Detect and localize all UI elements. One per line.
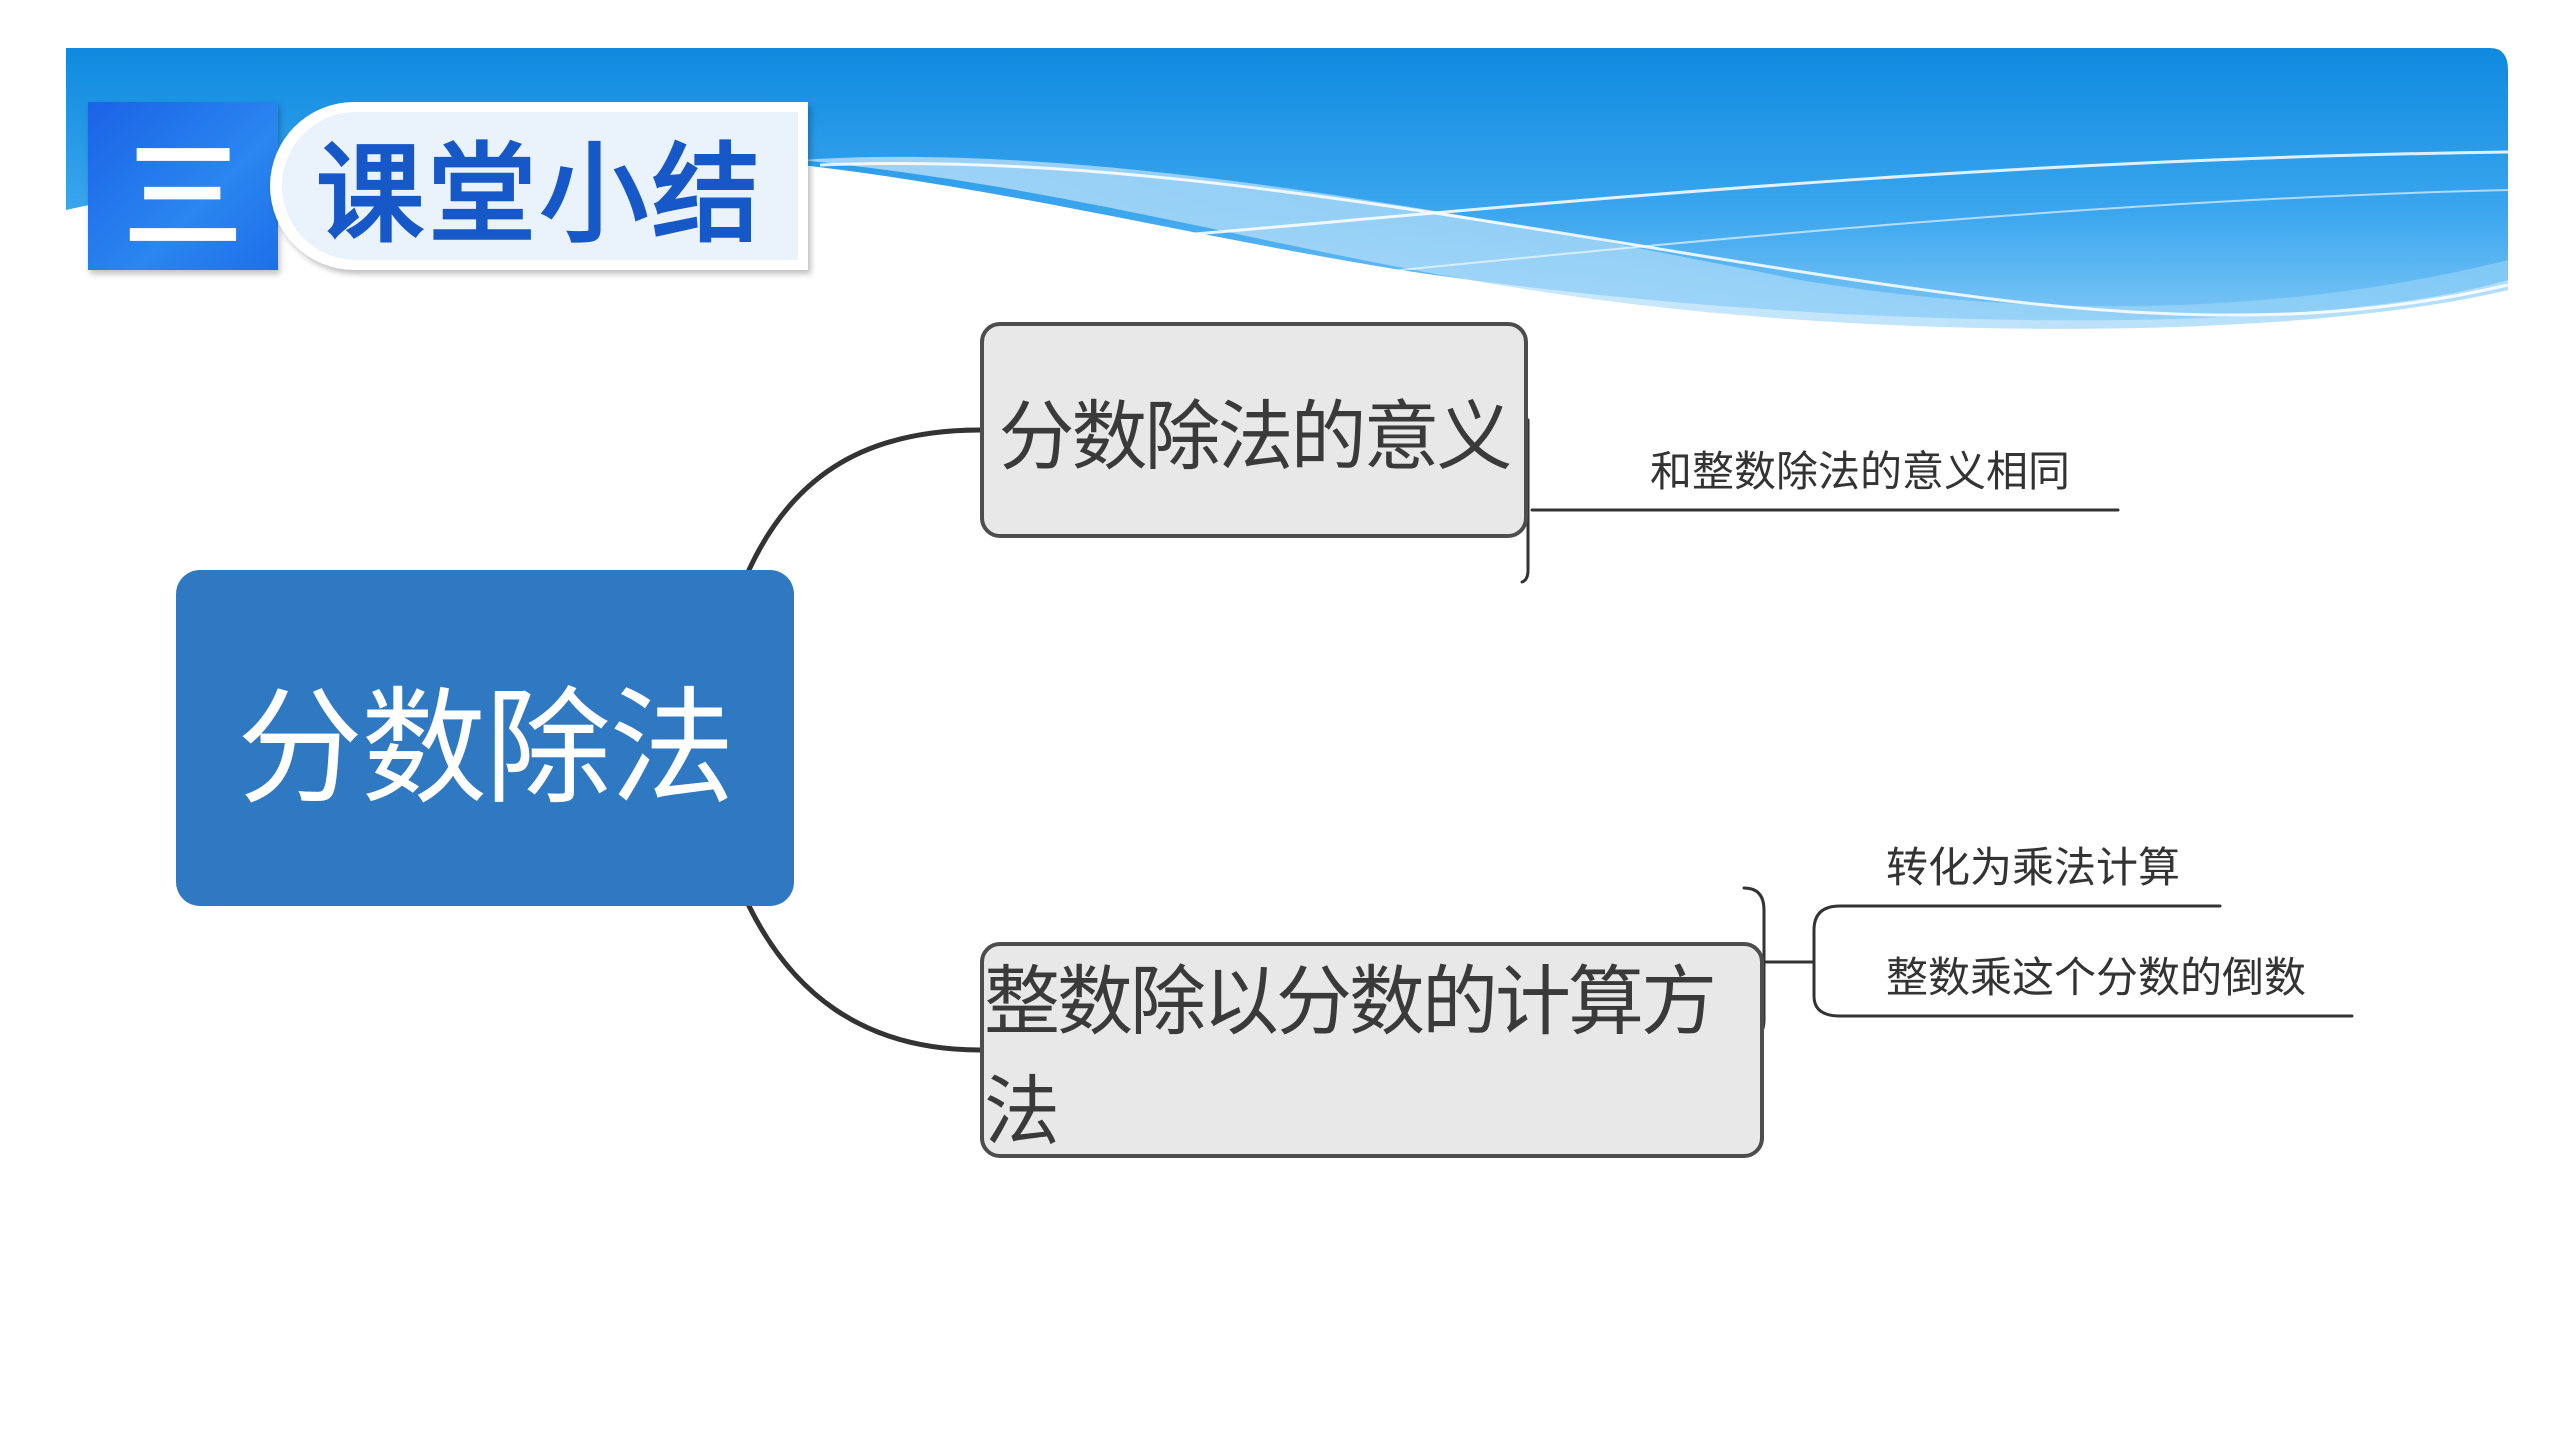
root-node: 分数除法 xyxy=(176,570,794,906)
connector-root-branch2 xyxy=(745,901,983,1053)
bracket-branch1 xyxy=(1520,418,1530,584)
section-title-badge: 课堂小结 xyxy=(270,102,808,270)
connector-root-branch1 xyxy=(745,427,983,575)
leaf-multiply-reciprocal: 整数乘这个分数的倒数 xyxy=(1886,953,2307,1002)
leaf-convert-multiplication: 转化为乘法计算 xyxy=(1886,843,2181,892)
leaf-meaning-same: 和整数除法的意义相同 xyxy=(1650,447,2071,496)
branch-node-method: 整数除以分数的计算方法 xyxy=(980,942,1764,1158)
section-title: 课堂小结 xyxy=(282,112,798,260)
leaf-bracket xyxy=(1812,904,1842,1018)
section-number-badge: 三 xyxy=(88,102,278,270)
branch-node-meaning: 分数除法的意义 xyxy=(980,322,1528,538)
